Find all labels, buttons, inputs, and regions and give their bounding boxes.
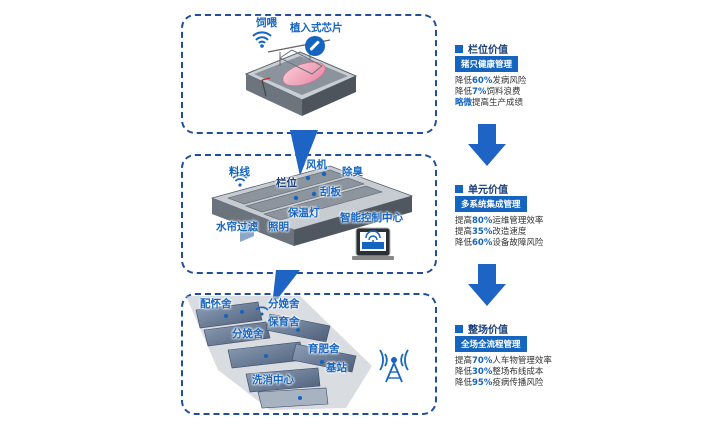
section-title-farm-value: 整场价值 (455, 321, 508, 336)
label-feed-line: 料线 (229, 166, 250, 178)
label-implant-chip: 植入式芯片 (290, 22, 343, 34)
benefit-line: 提高80%运维管理效率 (455, 216, 544, 226)
flow-arrow-down (468, 264, 506, 306)
square-bullet-icon (455, 184, 463, 193)
benefit-line: 降低60%发病风险 (455, 76, 527, 86)
label-fan: 风机 (306, 159, 327, 171)
tag-multi-system: 多系统集成管理 (455, 196, 527, 212)
label-nursery-house: 保育舍 (268, 316, 300, 328)
tag-full-process: 全场全流程管理 (455, 336, 527, 352)
wifi-icon (255, 306, 269, 316)
square-bullet-icon (455, 324, 463, 333)
building-illustration (210, 165, 414, 246)
square-bullet-icon (455, 44, 463, 53)
label-scraper: 刮板 (320, 186, 341, 198)
benefit-line: 降低95%疫病传播风险 (455, 378, 544, 388)
label-deodorization: 除臭 (342, 166, 363, 178)
flow-arrow-down (468, 124, 506, 166)
label-control-center: 智能控制中心 (340, 212, 403, 224)
benefit-line: 提高70%人车物管理效率 (455, 356, 552, 366)
section-title-unit-value: 单元价值 (455, 181, 508, 196)
wifi-icon (252, 31, 272, 48)
pointer-triangle (290, 130, 318, 176)
tag-pig-health: 猪只健康管理 (455, 56, 519, 72)
pen-illustration (244, 39, 358, 116)
benefit-line: 降低30%整场布线成本 (455, 367, 544, 377)
label-base-station: 基站 (326, 362, 347, 374)
label-fattening-house: 育肥舍 (308, 343, 340, 355)
benefit-line: 提高35%改造速度 (455, 227, 527, 237)
label-farrowing-house-1: 分娩舍 (268, 298, 300, 310)
benefit-line: 降低60%设备故障风险 (455, 238, 544, 248)
label-feeding: 饲喂 (256, 17, 277, 29)
control-center-icon (352, 227, 394, 260)
label-farrowing-house-2: 分娩舍 (232, 328, 264, 340)
pig-icon (282, 62, 326, 86)
label-wash-center: 洗消中心 (252, 374, 294, 386)
benefit-line: 降低7%饲料浪费 (455, 87, 521, 97)
base-station-tower-icon (379, 349, 409, 383)
label-stall: 栏位 (276, 177, 297, 189)
wifi-icon (232, 174, 248, 187)
benefit-line: 略微提高生产成绩 (455, 98, 524, 108)
label-lighting: 照明 (268, 221, 289, 233)
section-title-stall-value: 栏位价值 (455, 41, 508, 56)
label-breeding-house: 配怀舍 (200, 298, 232, 310)
label-water-curtain: 水帘过滤 (216, 221, 258, 233)
farm-aerial (186, 296, 372, 410)
chip-icon (305, 36, 325, 56)
label-heat-lamp: 保温灯 (288, 207, 320, 219)
